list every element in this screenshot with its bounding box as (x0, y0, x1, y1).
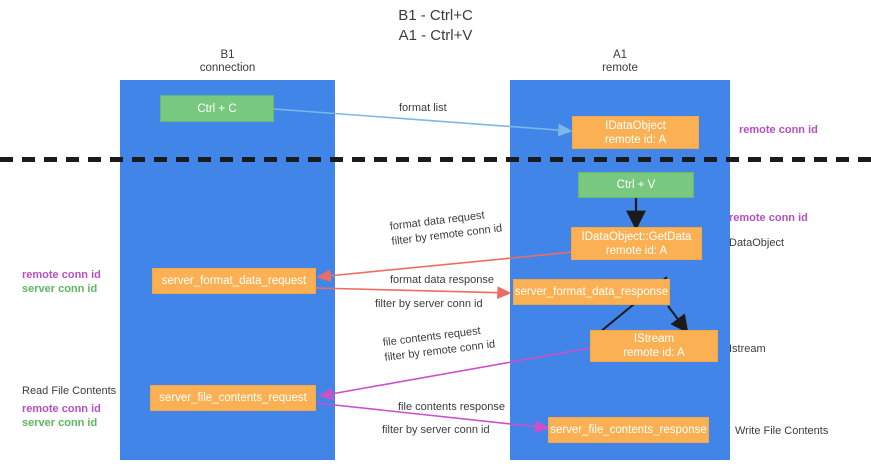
filter-key-server-conn-id: server conn id (413, 298, 483, 310)
node-ctrl-v[interactable]: Ctrl + V (578, 172, 694, 198)
node-server-format-data-response-label: server_format_data_response (514, 286, 669, 298)
node-idataobject-line1: IDataObject (605, 119, 666, 132)
swimlane-a1-title: A1 remote (602, 49, 638, 74)
node-ctrl-c[interactable]: Ctrl + C (160, 95, 274, 122)
section-divider (0, 157, 871, 162)
side-label-left-remote-conn-id: remote conn id (22, 269, 101, 281)
node-server-format-data-request[interactable]: server_format_data_request (152, 268, 316, 294)
node-server-file-contents-request-label: server_file_contents_request (159, 392, 307, 404)
side-label-left-remote-conn-id-2: remote conn id (22, 403, 101, 415)
side-label-dataobject: DataObject (729, 237, 785, 249)
side-label-istream: Istream (729, 343, 766, 355)
node-idataobject-line2: remote id: A (604, 133, 667, 146)
edge-label-format-data-request-group: format data request filter by remote con… (389, 206, 503, 247)
page-title: B1 - Ctrl+C A1 - Ctrl+V (398, 7, 473, 44)
filter-key-server-conn-id: server conn id (420, 424, 490, 436)
edge-label-format-data-response: format data response (390, 274, 494, 286)
node-getdata-line1: IDataObject::GetData (581, 230, 692, 243)
node-getdata[interactable]: IDataObject::GetData remote id: A (571, 227, 702, 260)
side-label-read-file-contents: Read File Contents (22, 385, 117, 397)
node-server-file-contents-response[interactable]: server_file_contents_response (548, 417, 709, 443)
node-server-format-data-response[interactable]: server_format_data_response (513, 279, 670, 305)
swimlane-b1-title: B1 connection (199, 49, 256, 74)
edge-label-file-contents-response: file contents response (398, 401, 506, 413)
node-ctrl-v-label: Ctrl + V (616, 179, 656, 191)
node-istream-line1: IStream (633, 333, 675, 345)
filter-prefix: filter by (382, 424, 421, 436)
node-istream-line2: remote id: A (623, 347, 685, 359)
filter-prefix: filter by (383, 347, 424, 364)
node-server-format-data-request-label: server_format_data_request (161, 275, 307, 287)
edge-label-file-contents-request-group: file contents request filter by remote c… (382, 322, 496, 364)
node-ctrl-c-label: Ctrl + C (197, 102, 237, 115)
edge-label-format-data-response-filter: filter by server conn id (375, 297, 483, 311)
edge-label-file-contents-response-filter: filter by server conn id (382, 423, 490, 437)
filter-prefix: filter by (390, 231, 431, 248)
side-label-remote-conn-id-top: remote conn id (739, 124, 818, 136)
node-getdata-line2: remote id: A (605, 244, 668, 257)
node-idataobject[interactable]: IDataObject remote id: A (572, 116, 699, 149)
edge-label-format-list: format list (399, 102, 447, 114)
filter-prefix: filter by (375, 298, 414, 310)
side-label-write-file-contents: Write File Contents (735, 425, 829, 437)
side-label-remote-conn-id-mid: remote conn id (729, 212, 808, 224)
side-label-left-server-conn-id: server conn id (22, 283, 98, 295)
node-istream[interactable]: IStream remote id: A (590, 330, 718, 362)
side-label-left-server-conn-id-2: server conn id (22, 417, 98, 429)
node-server-file-contents-response-label: server_file_contents_response (550, 424, 707, 436)
node-server-file-contents-request[interactable]: server_file_contents_request (150, 385, 316, 411)
